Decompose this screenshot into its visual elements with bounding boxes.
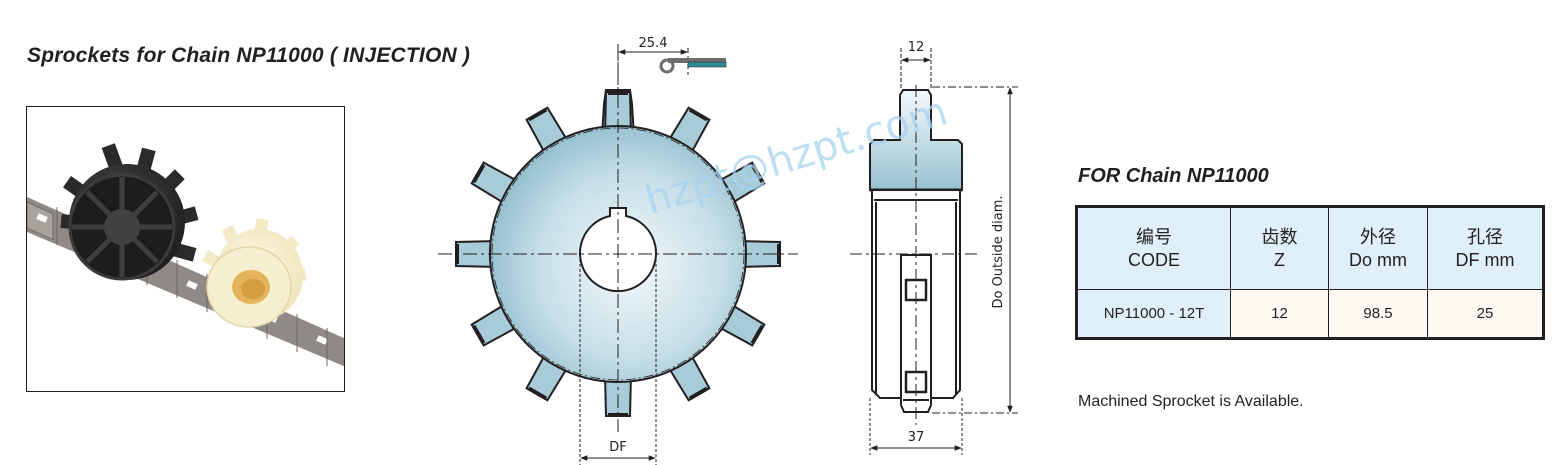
- page-title: Sprockets for Chain NP11000 ( INJECTION …: [27, 44, 471, 67]
- product-photo: [26, 106, 345, 392]
- bore-dimension-label: DF: [609, 440, 627, 455]
- tooth-width-label: 12: [908, 40, 925, 55]
- cell-code: NP11000 - 12T: [1076, 289, 1231, 339]
- table-row: NP11000 - 12T 12 98.5 25: [1076, 289, 1544, 339]
- technical-drawing: DF 25.4 12: [438, 36, 1018, 465]
- cell-outside-diameter: 98.5: [1328, 289, 1428, 339]
- sprocket-side-view: 12 Do Outside diam. 37: [850, 40, 1018, 455]
- sprocket-front-view: DF: [438, 44, 798, 465]
- availability-note: Machined Sprocket is Available.: [1078, 393, 1304, 410]
- pitch-dimension: 25.4: [617, 36, 727, 90]
- outside-diam-label: Do Outside diam.: [991, 195, 1006, 308]
- table-title: FOR Chain NP11000: [1078, 165, 1269, 187]
- black-sprocket-icon: [60, 143, 199, 281]
- hub-width-label: 37: [908, 430, 925, 445]
- cream-sprocket-icon: [202, 218, 307, 328]
- sprocket-photo-illustration: [27, 143, 344, 367]
- cell-bore-diameter: 25: [1427, 289, 1544, 339]
- pitch-label: 25.4: [639, 36, 668, 51]
- cell-teeth: 12: [1230, 289, 1329, 339]
- chain-link-icon: [659, 58, 727, 74]
